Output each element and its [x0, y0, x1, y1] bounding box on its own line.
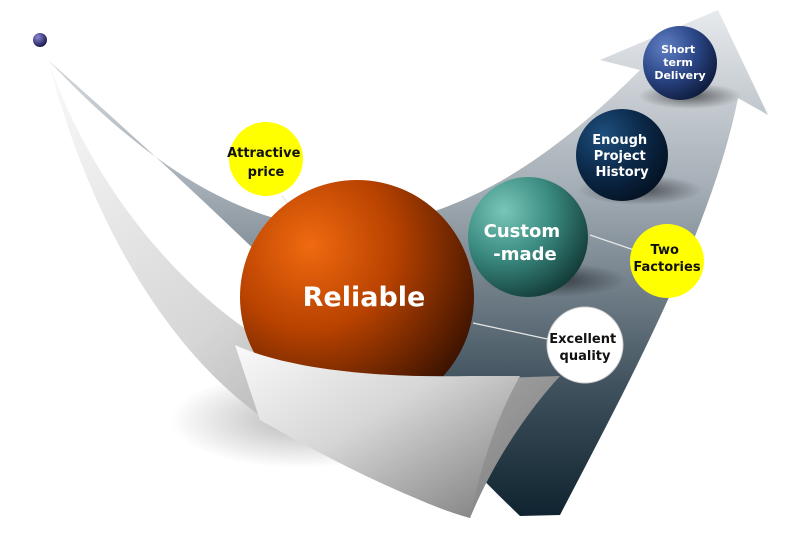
reliable-label: Reliable — [303, 282, 426, 313]
project-history-sphere — [576, 109, 668, 201]
swoosh-curl-overlap — [235, 345, 520, 518]
excellent-quality-label: Excellent quality — [549, 332, 621, 364]
two-factories-bubble — [630, 224, 704, 298]
connector-quality — [472, 322, 553, 341]
connector-factories — [589, 234, 635, 251]
delivery-sphere — [643, 26, 717, 100]
attractive-price-bubble — [229, 122, 303, 196]
custom-made-sphere — [468, 177, 588, 297]
two-factories-label: Two Factories — [633, 243, 700, 275]
reliable-sphere — [240, 180, 474, 414]
project-history-label: Enough Project History — [592, 133, 651, 180]
start-dot — [33, 33, 47, 47]
attractive-price-label: Attractive price — [227, 146, 305, 180]
custom-made-label: Custom -made — [484, 221, 567, 265]
excellent-quality-bubble — [546, 306, 624, 384]
delivery-label: Short term Delivery — [654, 43, 705, 82]
